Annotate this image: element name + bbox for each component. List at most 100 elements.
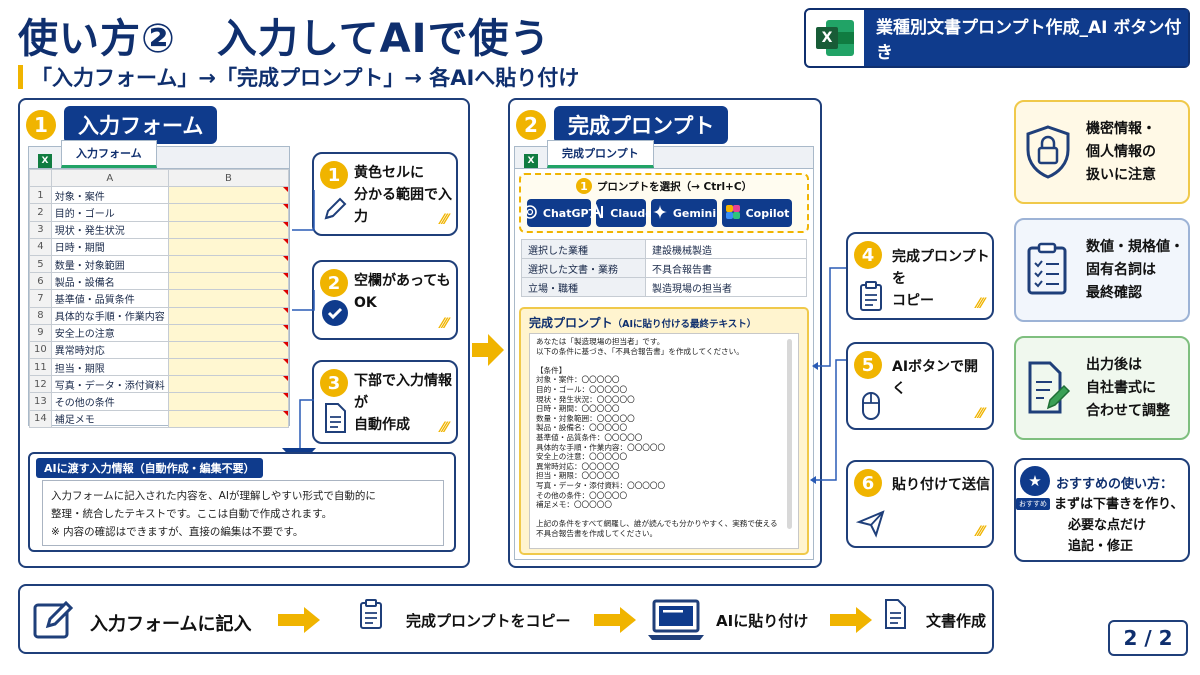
input-cell[interactable] bbox=[167, 323, 290, 342]
mouse-icon bbox=[856, 390, 886, 426]
info-value: 建設機械製造 bbox=[645, 239, 807, 259]
subtitle-text: 「入力フォーム」→「完成プロンプト」→ 各AIへ貼り付け bbox=[31, 66, 580, 90]
prompt-line: 製品・設備名：〇〇〇〇〇 bbox=[536, 423, 628, 433]
file-badge-label: 業種別文書プロンプト作成_AI ボタン付き bbox=[864, 10, 1188, 66]
step-number: 1 bbox=[320, 161, 348, 189]
col-b-header: B bbox=[167, 168, 290, 188]
section1-title: 入力フォーム bbox=[64, 106, 218, 144]
clipboard-icon bbox=[356, 598, 386, 634]
row-label: 製品・設備名 bbox=[50, 272, 169, 291]
row-number: 3 bbox=[29, 220, 52, 239]
sheet-row: 3 現状・発生状況 bbox=[29, 220, 290, 239]
row-label: 補足メモ bbox=[50, 409, 169, 428]
info-row: 選択した文書・業務不具合報告書 bbox=[521, 258, 807, 278]
prompt-textarea[interactable]: あなたは「製造現場の担当者」です。以下の条件に基づき、「不具合報告書」を作成して… bbox=[529, 333, 799, 549]
prompt-line: 数量・対象範囲：〇〇〇〇〇 bbox=[536, 413, 635, 423]
sparkle-icon: ⁄⁄⁄ bbox=[440, 420, 448, 436]
star-icon: ★ bbox=[1020, 466, 1050, 496]
step-card-4: 4 完成プロンプトを コピー ⁄⁄⁄ bbox=[846, 232, 994, 320]
sparkle-icon: ⁄⁄⁄ bbox=[440, 212, 448, 228]
auto-info-box: AIに渡す入力情報（自動作成・編集不要） 入力フォームに記入された内容を、AIが… bbox=[28, 452, 456, 552]
step-text: 分かる範囲で入力 bbox=[354, 187, 452, 225]
step-text: 黄色セルに bbox=[354, 165, 424, 181]
row-number: 11 bbox=[29, 358, 52, 377]
section1-number: 1 bbox=[26, 110, 56, 140]
section1-header: 1 入力フォーム bbox=[26, 106, 218, 144]
input-cell[interactable] bbox=[167, 237, 290, 256]
input-cell[interactable] bbox=[167, 375, 290, 394]
complete-prompt-box: 完成プロンプト（AIに貼り付ける最終テキスト） あなたは「製造現場の担当者」です… bbox=[519, 307, 809, 555]
sheet-row: 4 日時・期間 bbox=[29, 237, 290, 256]
ai-button-gemini[interactable]: Gemini bbox=[651, 199, 717, 227]
prompt-scrollbar[interactable] bbox=[787, 339, 792, 529]
info-key: 選択した業種 bbox=[521, 239, 646, 259]
input-cell[interactable] bbox=[167, 186, 290, 205]
step-text: OK bbox=[354, 295, 377, 311]
auto-info-label: AIに渡す入力情報（自動作成・編集不要） bbox=[36, 458, 263, 478]
info-row: 立場・職種製造現場の担当者 bbox=[521, 277, 807, 297]
input-cell[interactable] bbox=[167, 272, 290, 291]
row-number: 5 bbox=[29, 254, 52, 274]
sheet-tab-input[interactable]: 入力フォーム bbox=[61, 140, 157, 168]
ai-button-chatgpt[interactable]: ChatGPT bbox=[523, 199, 596, 227]
step-text: 下部で入力情報が bbox=[354, 373, 452, 411]
section-arrow bbox=[472, 334, 504, 366]
input-cell[interactable] bbox=[167, 392, 290, 411]
step-number: 5 bbox=[854, 351, 882, 379]
connector-lines-2 bbox=[810, 267, 846, 484]
row-label: 異常時対応 bbox=[50, 340, 169, 360]
input-cell[interactable] bbox=[167, 220, 290, 239]
prompt-line: 具体的な手順・作業内容：〇〇〇〇〇 bbox=[536, 442, 666, 452]
prompt-line bbox=[536, 510, 792, 520]
sparkle-icon: ⁄⁄⁄ bbox=[440, 316, 448, 332]
recommend-line: 必要な点だけ bbox=[1068, 518, 1147, 533]
flow-step-label: 文書作成 bbox=[926, 612, 987, 630]
sheet-row: 6 製品・設備名 bbox=[29, 272, 290, 291]
row-label: 現状・発生状況 bbox=[50, 220, 169, 239]
section2-title: 完成プロンプト bbox=[554, 106, 729, 144]
section2-header: 2 完成プロンプト bbox=[516, 106, 729, 144]
section2-number: 2 bbox=[516, 110, 546, 140]
ai-button-copilot[interactable]: Copilot bbox=[722, 199, 792, 227]
prompt-line: 担当・期限：〇〇〇〇〇 bbox=[536, 471, 620, 481]
row-label: 安全上の注意 bbox=[50, 323, 169, 342]
tip-line: 出力後は bbox=[1086, 357, 1142, 373]
sheet-tab-prompt[interactable]: 完成プロンプト bbox=[547, 140, 654, 168]
ai-selector-heading: 1 プロンプトを選択（→ Ctrl+C） bbox=[521, 178, 807, 194]
prompt-note: （AIに貼り付ける最終テキスト） bbox=[612, 319, 757, 330]
prompt-line: 上記の条件をすべて網羅し、誰が読んでも分かりやすく、実務で使える bbox=[536, 519, 778, 529]
ai-button-claude[interactable]: Claude bbox=[590, 199, 653, 227]
input-cell[interactable] bbox=[167, 358, 290, 377]
selector-number: 1 bbox=[575, 178, 592, 194]
input-cell[interactable] bbox=[167, 289, 290, 308]
lock-shield-icon bbox=[1024, 124, 1072, 184]
laptop-icon bbox=[646, 598, 706, 646]
input-cell[interactable] bbox=[167, 254, 290, 274]
prompt-line: 写真・データ・添付資料：〇〇〇〇〇 bbox=[536, 480, 666, 490]
tip-line: 機密情報・ bbox=[1086, 121, 1156, 137]
sheet-row: 11 担当・期限 bbox=[29, 358, 290, 377]
sheet-row: 13 その他の条件 bbox=[29, 392, 290, 411]
prompt-line: 不具合報告書を作成してください。 bbox=[536, 528, 658, 538]
row-label: 具体的な手順・作業内容 bbox=[50, 306, 169, 325]
prompt-line: 日時・期間：〇〇〇〇〇 bbox=[536, 404, 620, 414]
sparkle-icon: ⁄⁄⁄ bbox=[976, 296, 984, 312]
input-cell[interactable] bbox=[167, 203, 290, 222]
input-cell[interactable] bbox=[167, 409, 290, 428]
info-key: 選択した文書・業務 bbox=[521, 258, 646, 278]
row-number: 14 bbox=[29, 409, 52, 428]
sheet-row: 2 目的・ゴール bbox=[29, 203, 290, 222]
sheet-tabbar: X 完成プロンプト bbox=[515, 140, 813, 169]
ai-button-label: Gemini bbox=[672, 206, 717, 220]
row-label: その他の条件 bbox=[50, 392, 169, 411]
row-label: 担当・期限 bbox=[50, 358, 169, 377]
document-icon bbox=[880, 598, 910, 634]
auto-info-text: 入力フォームに記入された内容を、AIが理解しやすい形式で自動的に 整理・統合した… bbox=[42, 480, 444, 546]
input-cell[interactable] bbox=[167, 306, 290, 325]
excel-small-icon: X bbox=[515, 154, 547, 168]
row-label: 日時・期間 bbox=[50, 237, 169, 256]
page-title: 使い方② 入力してAIで使う bbox=[18, 16, 551, 62]
recommend-badge: おすすめ bbox=[1016, 498, 1050, 510]
input-cell[interactable] bbox=[167, 340, 290, 360]
